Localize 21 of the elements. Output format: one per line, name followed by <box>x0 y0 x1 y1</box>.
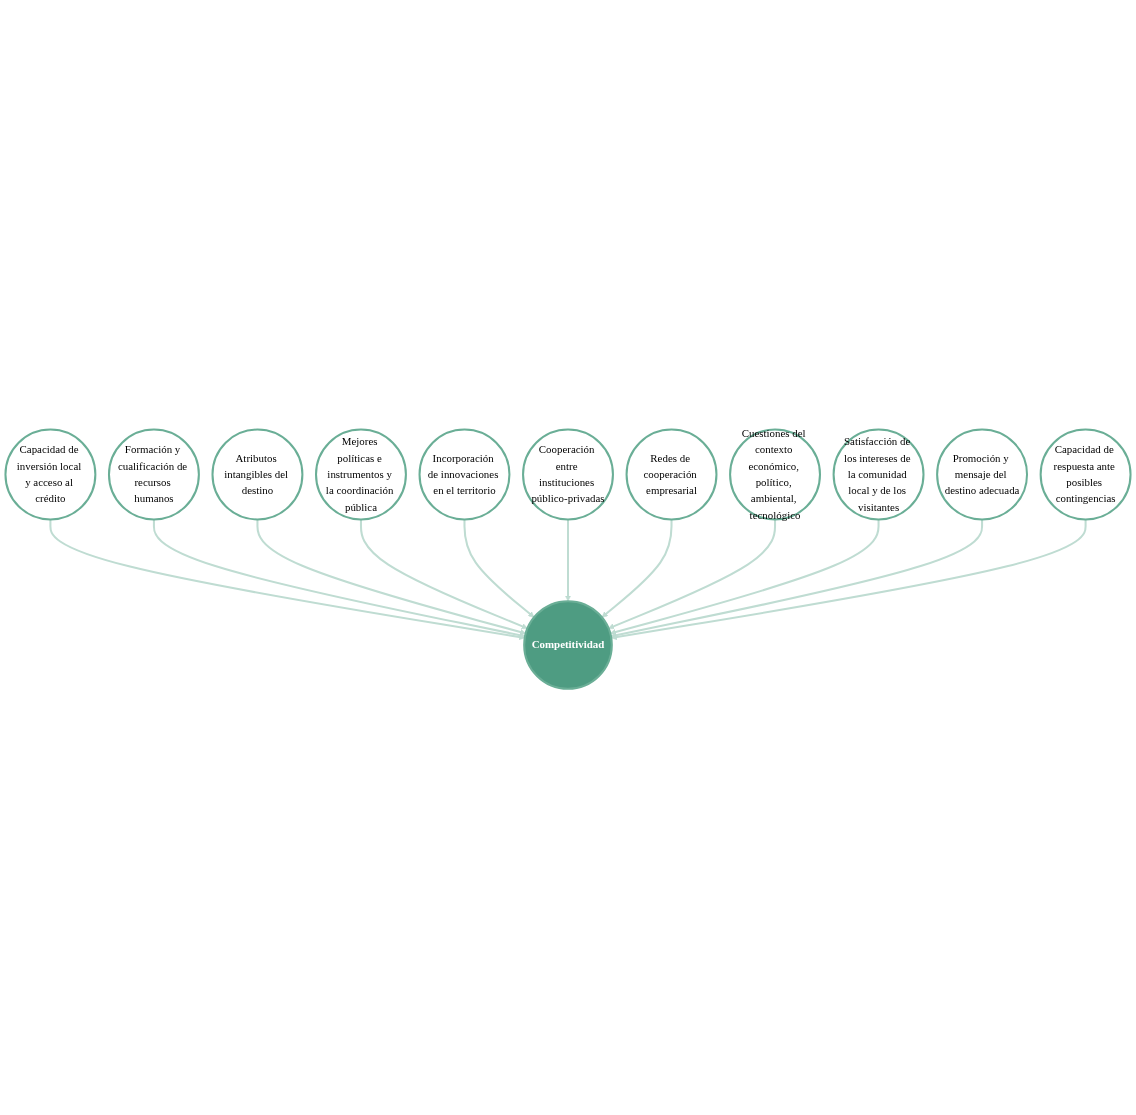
arrow <box>565 519 571 602</box>
node-circle: Capacidad de inversión local y acceso al crédito <box>4 428 97 521</box>
node-circle: Redes de cooperación empresarial <box>625 428 718 521</box>
arrow <box>610 519 1087 641</box>
arrow <box>610 519 984 639</box>
arrow <box>152 519 526 639</box>
arrow <box>610 519 880 636</box>
node-circle: Incorporación de innovaciones en el territorio <box>418 428 511 521</box>
node-circle: Cooperación entre instituciones público-privadas <box>522 428 614 521</box>
arrow <box>256 519 526 636</box>
arrow <box>359 519 528 630</box>
node-circle: Competitividad <box>523 600 613 691</box>
arrow <box>608 519 777 630</box>
arrow <box>601 519 673 618</box>
node-circle: Formación y cualificación de recursos humanos <box>107 428 200 521</box>
node-circle: Mejores políticas e instrumentos y la coordinación pública <box>315 428 407 521</box>
arrow <box>49 519 526 641</box>
arrow <box>463 519 535 618</box>
node-circle: Promoción y mensaje del destino adecuada <box>936 428 1029 521</box>
node-circle: Atributos intangibles del destino <box>211 428 304 521</box>
node-circle: Capacidad de respuesta ante posibles contingencias <box>1039 428 1132 521</box>
